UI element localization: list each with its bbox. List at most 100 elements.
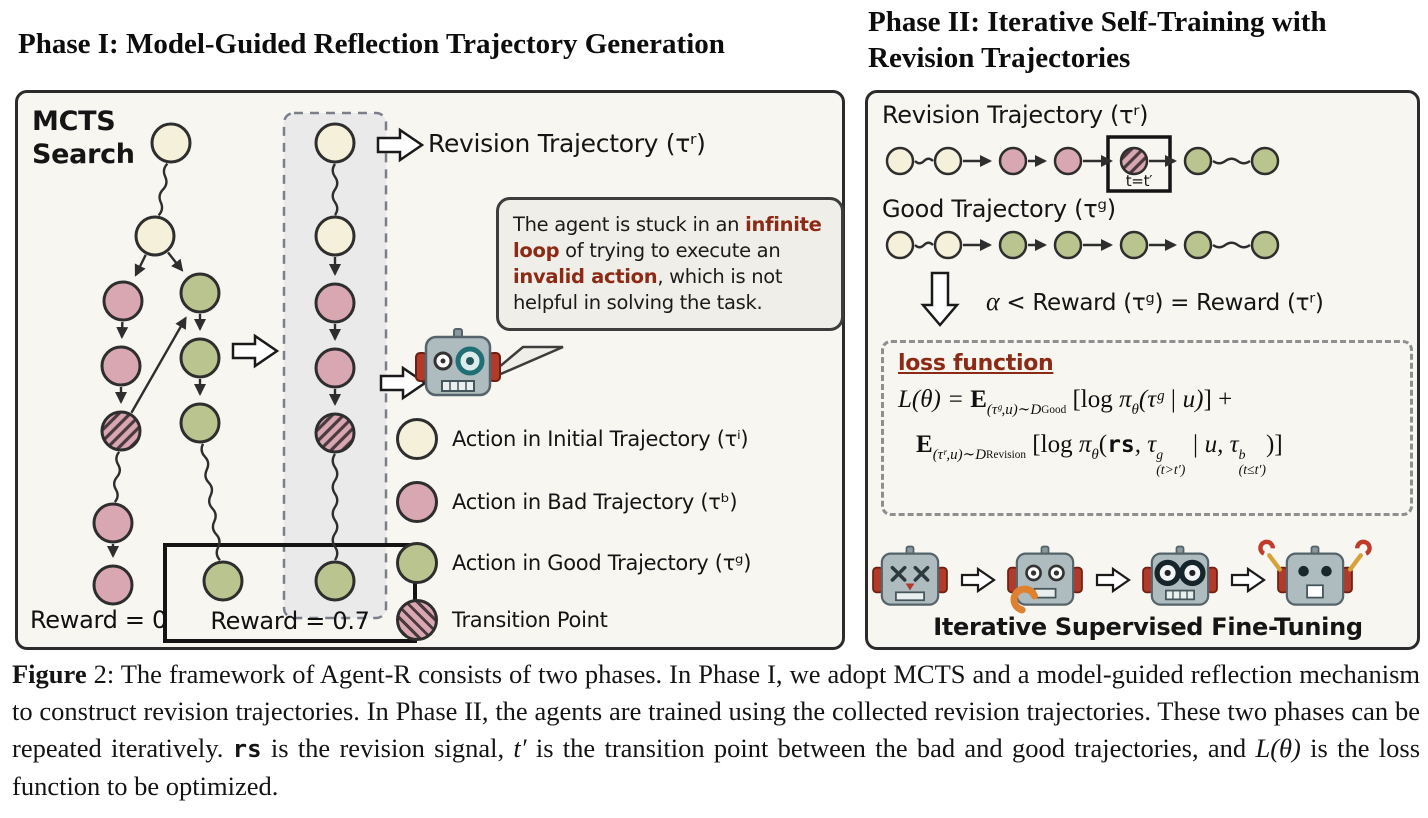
wavy-edge xyxy=(1212,157,1251,165)
node-good xyxy=(1183,230,1213,260)
figure-caption: Figure 2: The framework of Agent-R consi… xyxy=(12,656,1420,805)
loss-term: π xyxy=(1118,386,1132,413)
robot-step-arrow-icon xyxy=(1095,566,1131,594)
node-initial xyxy=(885,146,915,176)
good-trajectory-row-label: Good Trajectory (τᵍ) xyxy=(882,195,1116,223)
loss-term-sup: g xyxy=(1156,447,1164,463)
tree-to-revision-arrow-icon xyxy=(231,333,280,369)
trajectory-rows xyxy=(885,146,1280,260)
bubble-text: The agent is stuck in an xyxy=(513,213,746,236)
node-transition xyxy=(1119,146,1149,176)
mcts-search-label: MCTS Search xyxy=(32,105,135,171)
node-bad xyxy=(314,347,356,389)
expectation-symbol: E xyxy=(916,430,933,458)
mcts-label-line2: Search xyxy=(32,139,135,170)
node-initial xyxy=(933,146,963,176)
reward-condition-text: < Reward (τᵍ) = Reward (τʳ) xyxy=(999,290,1324,316)
phase1-title: Phase I: Model-Guided Reflection Traject… xyxy=(18,28,725,60)
loss-function-title: loss function xyxy=(898,351,1054,376)
mcts-label-line1: MCTS xyxy=(32,106,116,137)
node-initial xyxy=(933,230,963,260)
loss-function-box: loss function L(θ) = E(τᵍ,u)∼DGood [log … xyxy=(881,340,1413,516)
loss-term: L(θ) = xyxy=(898,386,971,413)
bubble-highlight-invalid-action: invalid action xyxy=(513,265,658,288)
reward-07-label: Reward = 0.7 xyxy=(210,607,370,635)
loss-term: π xyxy=(1078,430,1092,458)
caption-segment: t′ xyxy=(513,733,527,763)
loss-term: g(t>t′) xyxy=(1156,447,1185,477)
node-initial xyxy=(314,122,356,164)
node-bad xyxy=(92,564,134,606)
node-transition xyxy=(314,412,356,454)
legend-item-good: Action in Good Trajectory (τᵍ) xyxy=(396,542,751,584)
loss-term: (τʳ,u)∼D xyxy=(932,446,987,463)
mcts-search-diagram xyxy=(92,111,564,643)
arrow-edge xyxy=(134,254,147,277)
loss-term: θ xyxy=(1091,446,1099,463)
reflection-robot-slot xyxy=(415,328,501,397)
bubble-text: , which is not helpful in solving the ta… xyxy=(513,265,783,314)
robot-reflection-icon xyxy=(415,328,501,397)
iterative-sft-label: Iterative Supervised Fine-Tuning xyxy=(933,613,1363,641)
loss-term: Revision xyxy=(986,448,1027,461)
node-good xyxy=(1183,146,1213,176)
node-good xyxy=(1250,230,1280,260)
loss-term: θ xyxy=(1131,401,1139,418)
revision-trajectory-row-label: Revision Trajectory (τʳ) xyxy=(882,101,1149,129)
caption-segment: L(θ) xyxy=(1255,733,1301,763)
initial-node-swatch xyxy=(396,418,438,460)
phase2-title: Phase II: Iterative Self-Training with R… xyxy=(868,4,1424,76)
node-transition xyxy=(100,410,142,452)
revision-trajectory-label: Revision Trajectory (τʳ) xyxy=(428,129,706,158)
node-good xyxy=(179,272,221,314)
legend-bad-label: Action in Bad Trajectory (τᵇ) xyxy=(452,490,738,514)
alpha-symbol: α xyxy=(986,287,1000,316)
revision-signal-symbol: rs xyxy=(1107,431,1135,458)
loss-term: log xyxy=(1040,430,1079,458)
node-bad xyxy=(102,280,144,322)
legend-item-bad: Action in Bad Trajectory (τᵇ) xyxy=(396,481,738,523)
caption-segment: Figure xyxy=(12,659,87,689)
phase2-title-line2: Revision Trajectories xyxy=(868,42,1131,74)
bubble-highlight-infinite-loop: infinite loop xyxy=(513,213,822,262)
wavy-edge xyxy=(914,157,934,165)
loss-term: )] xyxy=(1266,430,1283,458)
loss-term: (τᵍ,u)∼D xyxy=(986,401,1042,418)
robot-study-icon xyxy=(1142,545,1218,606)
phase2-panel: Revision Trajectory (τʳ) Good Trajectory… xyxy=(865,90,1420,650)
node-bad xyxy=(314,282,356,324)
caption-segment: is the revision signal, xyxy=(261,733,514,763)
node-good xyxy=(179,337,221,379)
node-good xyxy=(179,402,221,444)
arrow-edge xyxy=(130,316,187,414)
robot-step-arrow-icon xyxy=(1230,566,1266,594)
bad-node-swatch xyxy=(396,481,438,523)
agent-stuck-speech-bubble: The agent is stuck in an infinite loop o… xyxy=(496,197,844,331)
node-initial xyxy=(150,122,192,164)
loss-term: ( xyxy=(1098,430,1108,458)
node-good xyxy=(1053,230,1083,260)
revision-to-robot-arrow-icon xyxy=(379,365,428,401)
loss-term: | u, τ xyxy=(1185,430,1239,458)
reward-07-box xyxy=(163,543,417,643)
node-initial xyxy=(885,230,915,260)
caption-segment: is the transition point between the bad … xyxy=(526,733,1256,763)
caption-segment: is the loss function to be optimized. xyxy=(12,733,1421,801)
revision-trajectory-arrow-icon xyxy=(376,127,425,163)
node-good xyxy=(1250,146,1280,176)
node-initial xyxy=(314,215,356,257)
wavy-edge xyxy=(113,451,121,503)
loss-term: ] + xyxy=(1203,386,1233,413)
wavy-edge xyxy=(331,163,339,216)
caption-segment: rs xyxy=(232,735,262,763)
mcts-tree xyxy=(92,122,356,606)
wavy-edge xyxy=(1212,241,1251,249)
transition-node-swatch xyxy=(396,599,438,641)
legend-item-transition: Transition Point xyxy=(396,599,608,641)
node-good xyxy=(202,560,244,602)
self-training-diagram xyxy=(872,135,1372,614)
loss-formula-line1: L(θ) = E(τᵍ,u)∼DGood [log πθ(τᵍ | u)] + xyxy=(898,386,1396,419)
node-initial xyxy=(134,215,176,257)
